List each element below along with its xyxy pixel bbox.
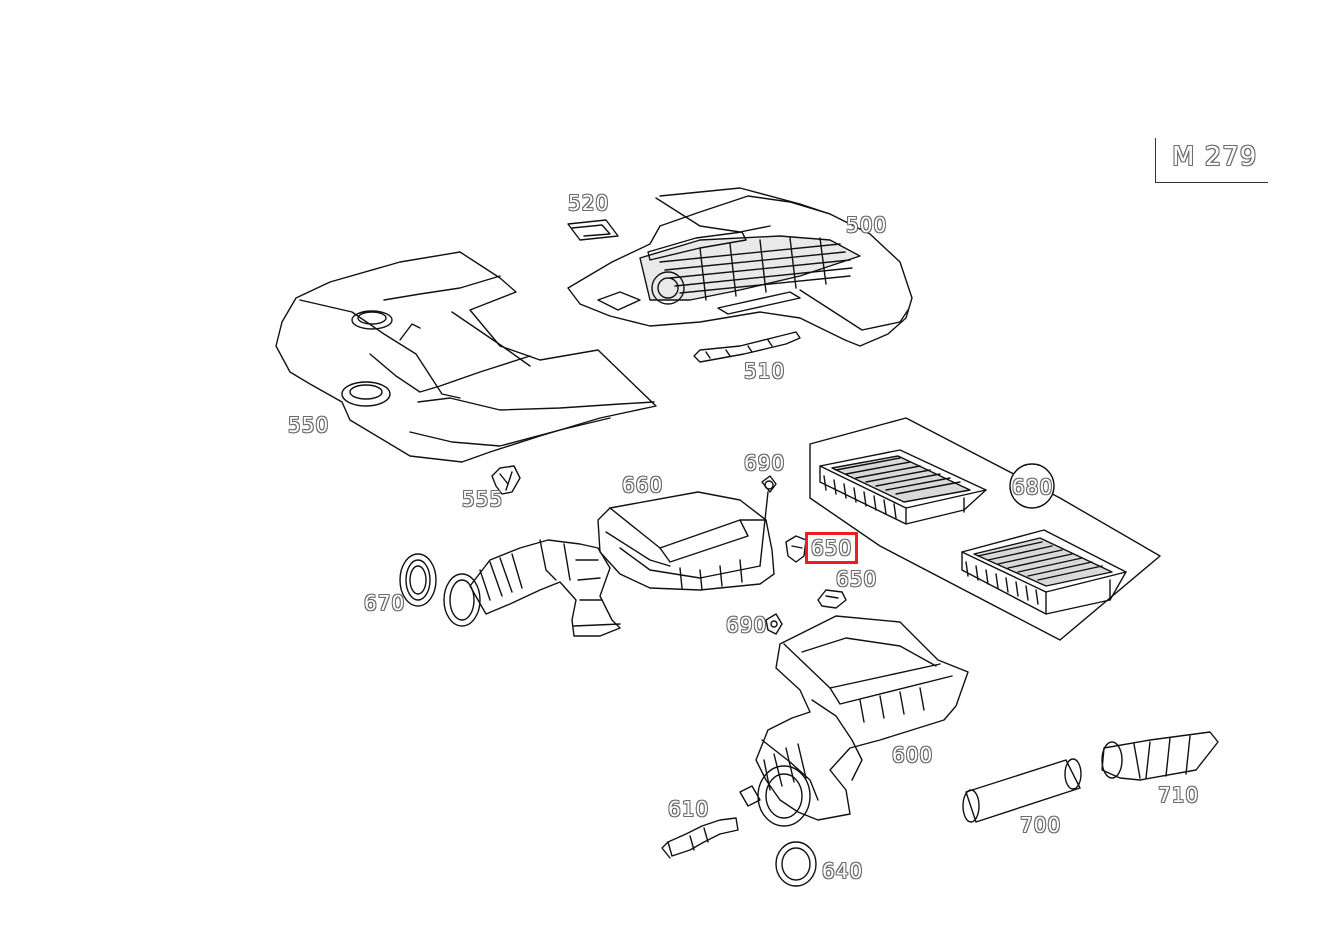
part-520-badge[interactable] [567, 219, 619, 241]
part-700-tube[interactable] [962, 758, 1082, 823]
part-710-intake[interactable] [1101, 731, 1219, 781]
label-600[interactable]: 600 [892, 743, 934, 767]
part-670-ring[interactable] [399, 553, 437, 607]
label-710[interactable]: 710 [1158, 783, 1200, 807]
label-690-upper[interactable]: 690 [744, 451, 786, 475]
part-650-selected-shape[interactable] [785, 535, 807, 563]
label-520[interactable]: 520 [568, 191, 610, 215]
part-660-air-filter-housing[interactable] [443, 491, 775, 637]
label-510[interactable]: 510 [744, 359, 786, 383]
label-650-highlighted[interactable]: 650 [805, 532, 859, 564]
part-690-clip-lower[interactable] [765, 613, 783, 635]
part-510-strip[interactable] [693, 331, 801, 363]
label-555[interactable]: 555 [462, 487, 504, 511]
part-610-hose[interactable] [661, 817, 739, 859]
part-690-clip-upper[interactable] [759, 475, 777, 567]
model-code: M 279 [1172, 142, 1258, 172]
part-640-ring[interactable] [775, 841, 817, 887]
part-555-clip[interactable] [491, 465, 521, 495]
model-frame [1155, 138, 1268, 183]
part-500-engine-cover[interactable] [567, 187, 913, 347]
label-680[interactable]: 680 [1012, 475, 1054, 499]
label-500[interactable]: 500 [846, 213, 888, 237]
label-670[interactable]: 670 [364, 591, 406, 615]
part-680-filter-set[interactable] [809, 417, 1161, 641]
label-550[interactable]: 550 [288, 413, 330, 437]
part-550-engine-cover[interactable] [275, 251, 657, 463]
label-640[interactable]: 640 [822, 859, 864, 883]
label-700[interactable]: 700 [1020, 813, 1062, 837]
label-660[interactable]: 660 [622, 473, 664, 497]
label-610[interactable]: 610 [668, 797, 710, 821]
part-600-air-filter-housing[interactable] [739, 615, 969, 827]
part-650-shape[interactable] [817, 589, 847, 609]
label-690-lower[interactable]: 690 [726, 613, 768, 637]
label-650[interactable]: 650 [836, 567, 878, 591]
